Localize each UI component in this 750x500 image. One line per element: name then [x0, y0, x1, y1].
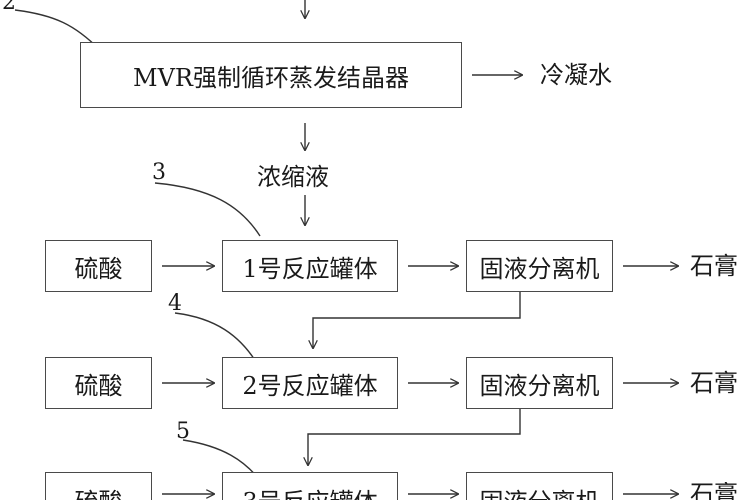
separator-box-3: 固液分离机 [466, 472, 613, 500]
leader-3 [154, 182, 261, 237]
return-sep1-to-tank2 [313, 291, 521, 348]
ref-number-3: 3 [152, 160, 166, 185]
sulfuric-acid-label-1: 硫酸 [74, 254, 123, 283]
separator-label-3: 固液分离机 [480, 482, 600, 500]
reaction-tank-label-1: 1号反应罐体 [242, 254, 378, 283]
sulfuric-acid-label-3: 硫酸 [75, 482, 123, 500]
gypsum-label-2: 石膏 [690, 369, 738, 397]
ref-number-2: 2 [2, 0, 16, 15]
separator-box-2: 固液分离机 [466, 357, 613, 409]
sulfuric-acid-box-2: 硫酸 [45, 357, 152, 409]
sulfuric-acid-label-2: 硫酸 [74, 371, 123, 400]
return-sep2-to-tank3 [308, 408, 521, 465]
reaction-tank-label-2: 2号反应罐体 [242, 371, 378, 400]
sulfuric-acid-box-1: 硫酸 [45, 240, 152, 292]
separator-label-1: 固液分离机 [479, 254, 600, 283]
reaction-tank-box-2: 2号反应罐体 [222, 357, 398, 409]
sulfuric-acid-box-3: 硫酸 [45, 472, 152, 500]
separator-box-1: 固液分离机 [466, 240, 613, 292]
leader-4 [174, 312, 259, 366]
mvr-evaporator-label: MVR强制循环蒸发结晶器 [133, 63, 409, 92]
concentrate-label: 浓缩液 [257, 163, 329, 191]
ref-number-5: 5 [176, 419, 190, 444]
reaction-tank-box-3: 3号反应罐体 [222, 472, 398, 500]
condensed-water-label: 冷凝水 [540, 61, 612, 89]
gypsum-label-3: 石膏 [690, 482, 738, 500]
mvr-evaporator-box: MVR强制循环蒸发结晶器 [80, 42, 462, 108]
ref-number-4: 4 [168, 291, 182, 316]
gypsum-label-1: 石膏 [690, 252, 738, 280]
separator-label-2: 固液分离机 [479, 371, 600, 400]
reaction-tank-box-1: 1号反应罐体 [222, 240, 398, 292]
reaction-tank-label-3: 3号反应罐体 [242, 482, 377, 500]
